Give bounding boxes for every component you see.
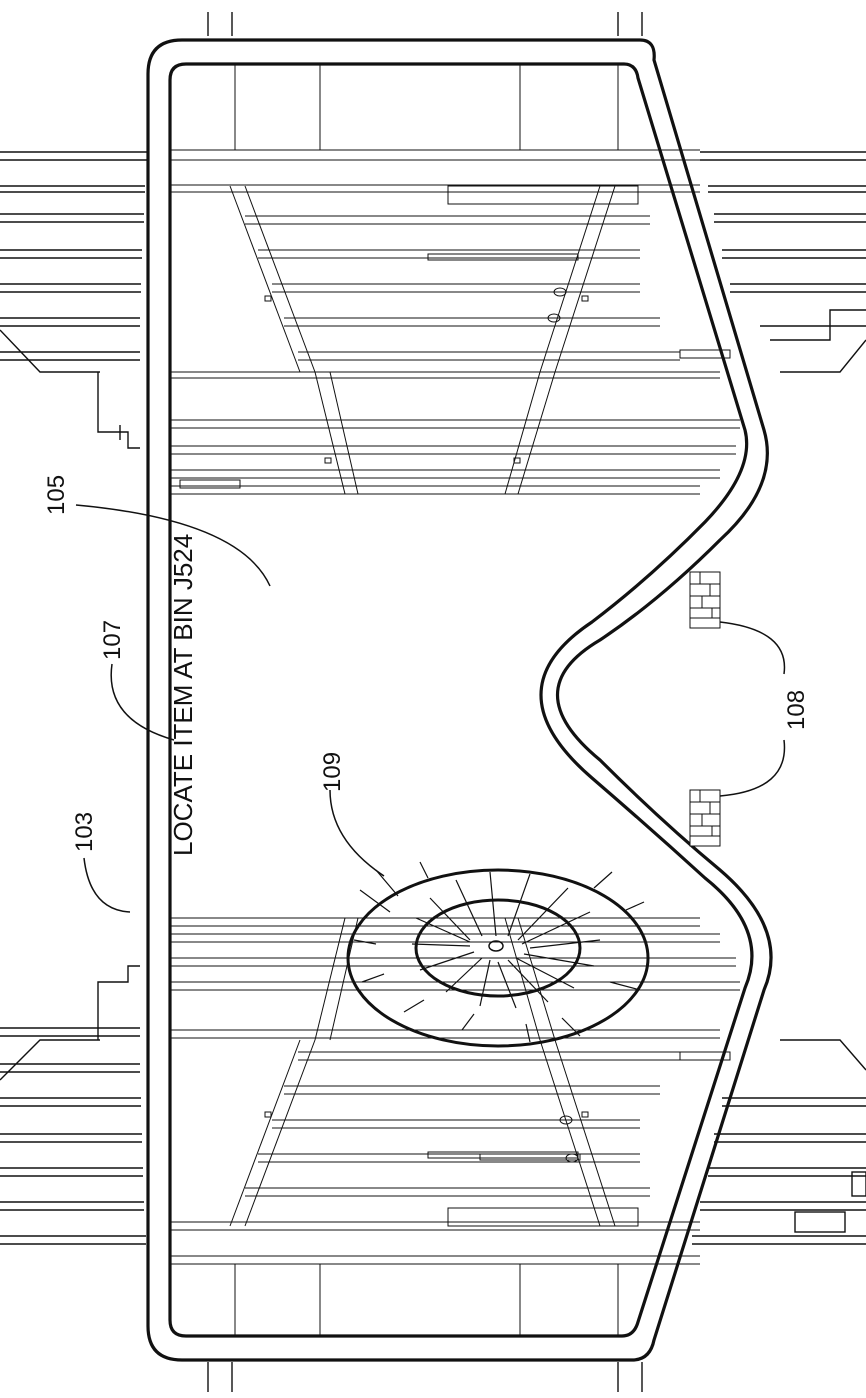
lens-shelving [170,64,740,1336]
lens-frame-outer [146,38,773,1362]
nose-pads [689,571,721,847]
leader-108a [719,621,786,675]
ref-label-105: 105 [43,475,70,515]
ref-label-108: 108 [783,690,810,730]
ref-label-109: 109 [319,752,346,792]
leader-105 [75,504,271,587]
warehouse-background [0,12,866,1392]
leader-lines [75,504,786,913]
leader-109 [329,789,385,877]
leader-107 [110,663,175,741]
ref-label-107: 107 [99,620,126,660]
hud-message: LOCATE ITEM AT BIN J524 [168,534,198,856]
leader-103 [83,857,131,913]
target-marker [346,861,650,1048]
lens-frame-inner [168,62,754,1338]
leader-108b [719,739,786,797]
ref-label-103: 103 [71,812,98,852]
